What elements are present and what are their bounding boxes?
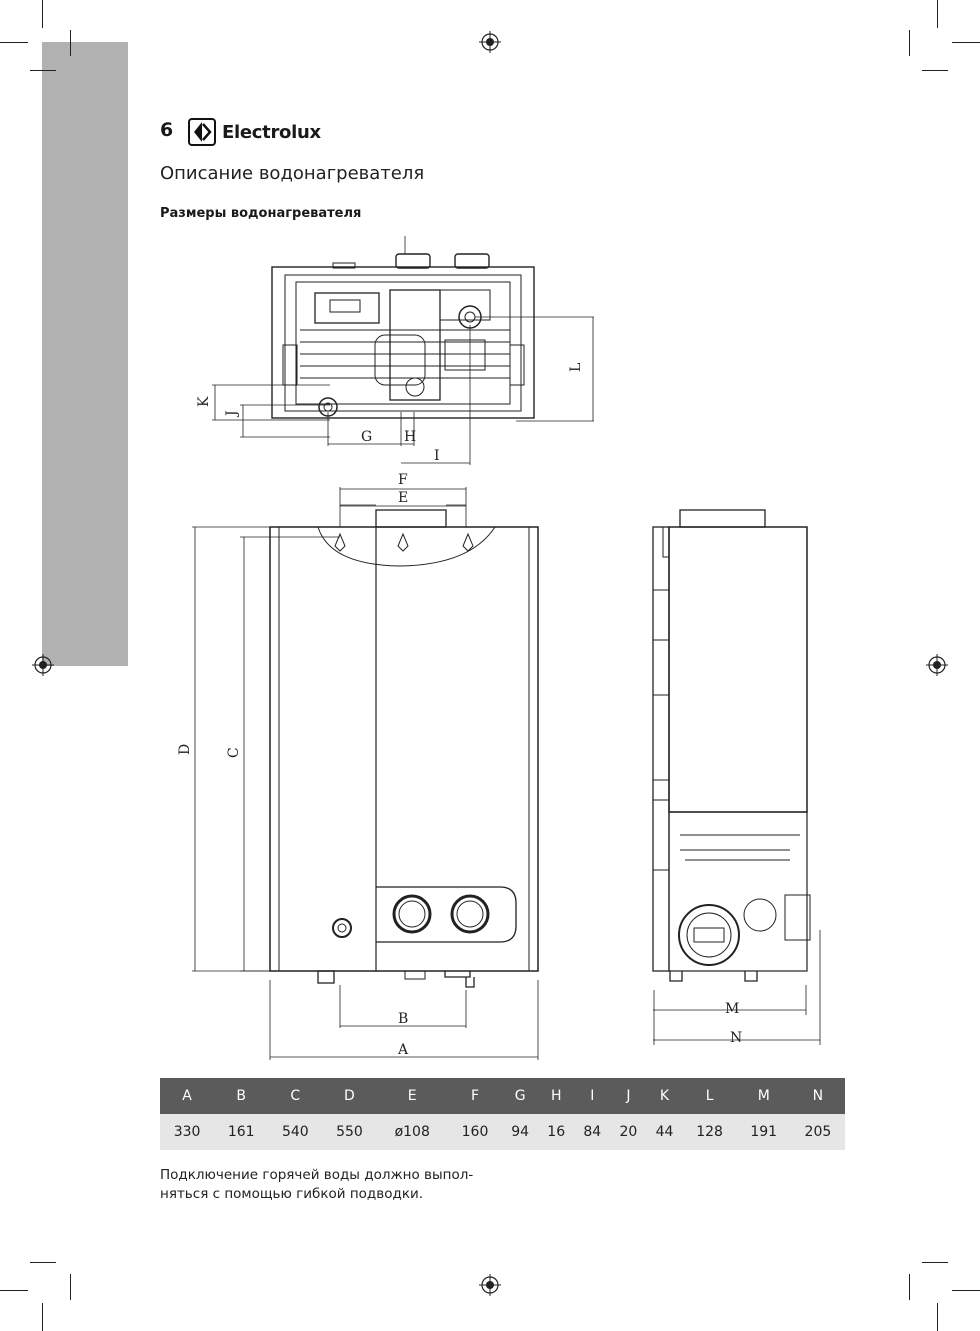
note-line: няться с помощью гибкой подводки.	[160, 1186, 424, 1202]
registration-mark-top	[479, 31, 501, 53]
table-header-cell: I	[574, 1078, 611, 1114]
dim-label-g: G	[361, 429, 372, 445]
table-cell: 84	[574, 1114, 611, 1150]
dim-label-e: E	[398, 490, 408, 506]
table-header-cell: C	[268, 1078, 323, 1114]
table-header-cell: K	[646, 1078, 683, 1114]
table-header-row: A B C D E F G H I J K L M N	[160, 1078, 845, 1114]
table-cell: 128	[682, 1114, 737, 1150]
table-cell: 191	[736, 1114, 791, 1150]
table-header-cell: N	[790, 1078, 845, 1114]
dim-label-a: A	[397, 1042, 409, 1058]
dimensions-table: A B C D E F G H I J K L M N 330 161 540 …	[160, 1078, 845, 1150]
dim-label-d: D	[177, 744, 193, 755]
registration-mark-left	[32, 654, 54, 676]
dim-label-m: M	[725, 1001, 739, 1017]
dim-label-i: I	[434, 448, 440, 464]
page-number: 6	[160, 119, 174, 141]
table-cell: 330	[160, 1114, 215, 1150]
installation-note: Подключение горячей воды должно выпол- н…	[160, 1166, 500, 1204]
table-header-cell: D	[322, 1078, 377, 1114]
table-cell: 160	[447, 1114, 503, 1150]
table-header-cell: F	[447, 1078, 503, 1114]
table-header-cell: A	[160, 1078, 215, 1114]
dim-label-k: K	[196, 396, 212, 407]
dimension-drawing: L K J G H I F E D C B A M N	[177, 236, 821, 1060]
table-header-cell: L	[682, 1078, 737, 1114]
top-view	[212, 236, 594, 465]
table-row: 330 161 540 550 ø108 160 94 16 84 20 44 …	[160, 1114, 845, 1150]
table-header-cell: H	[538, 1078, 575, 1114]
table-header-cell: J	[610, 1078, 647, 1114]
dim-label-c: C	[226, 747, 242, 758]
side-view	[652, 509, 821, 1045]
brand-name: Electrolux	[222, 121, 321, 143]
note-line: Подключение горячей воды должно выпол-	[160, 1167, 474, 1183]
table-header-cell: B	[214, 1078, 269, 1114]
front-view	[192, 487, 539, 1060]
table-header-cell: G	[502, 1078, 539, 1114]
table-cell: 540	[268, 1114, 323, 1150]
dim-label-h: H	[404, 429, 416, 445]
registration-mark-right	[926, 654, 948, 676]
brand-logo: Electrolux	[188, 116, 321, 148]
table-cell: 94	[502, 1114, 539, 1150]
table-cell: 16	[538, 1114, 575, 1150]
page-title: Описание водонагревателя	[160, 163, 425, 184]
dim-label-l: L	[568, 363, 584, 372]
electrolux-logo-icon	[188, 118, 216, 146]
section-subtitle: Размеры водонагревателя	[160, 206, 362, 221]
table-cell: 205	[790, 1114, 845, 1150]
dim-label-n: N	[730, 1030, 742, 1046]
page-side-band	[42, 42, 128, 666]
dim-label-j: J	[224, 410, 240, 418]
table-cell: 550	[322, 1114, 377, 1150]
table-cell: 44	[646, 1114, 683, 1150]
table-header-cell: M	[736, 1078, 791, 1114]
dimension-letters: L K J G H I F E D C B A M N	[177, 363, 742, 1058]
table-cell: ø108	[376, 1114, 448, 1150]
table-cell: 20	[610, 1114, 647, 1150]
dim-label-b: B	[398, 1011, 408, 1027]
registration-mark-bottom	[479, 1274, 501, 1296]
table-cell: 161	[214, 1114, 269, 1150]
table-header-cell: E	[376, 1078, 448, 1114]
dim-label-f: F	[398, 472, 408, 488]
